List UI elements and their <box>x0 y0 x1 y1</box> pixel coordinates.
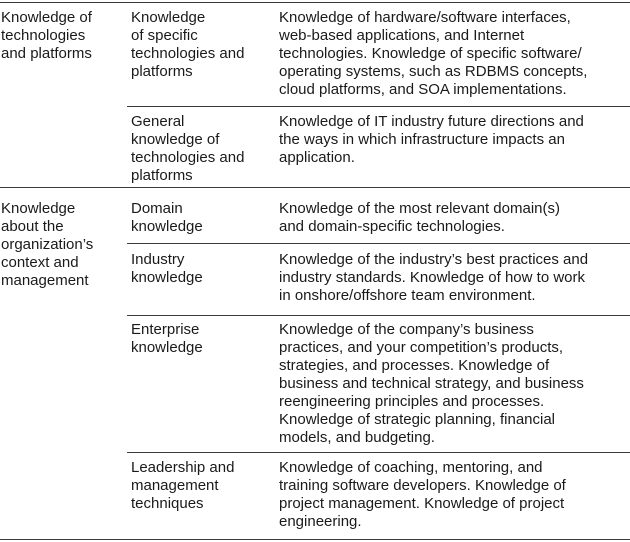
row-divider <box>127 452 630 453</box>
area-cell: Industry knowledge <box>131 251 203 286</box>
description-cell: Knowledge of the industry’s best practic… <box>279 251 589 304</box>
area-cell: General knowledge of technologies and pl… <box>131 113 245 184</box>
description-cell: Knowledge of the most relevant domain(s)… <box>279 200 560 235</box>
area-cell: Domain knowledge <box>131 200 203 235</box>
description-cell: Knowledge of coaching, mentoring, and tr… <box>279 459 566 530</box>
row-divider <box>127 315 630 316</box>
row-divider <box>127 106 630 107</box>
category-cell: Knowledge of technologies and platforms <box>1 9 92 62</box>
description-cell: Knowledge of the company’s business prac… <box>279 321 584 446</box>
row-divider <box>127 243 630 244</box>
group-divider <box>0 187 630 188</box>
area-cell: Knowledge of specific technologies and p… <box>131 9 245 80</box>
description-cell: Knowledge of IT industry future directio… <box>279 113 584 166</box>
area-cell: Leadership and management techniques <box>131 459 235 512</box>
description-cell: Knowledge of hardware/software interface… <box>279 9 588 98</box>
table-top-rule <box>0 2 630 3</box>
category-cell: Knowledge about the organization’s conte… <box>1 200 94 289</box>
area-cell: Enterprise knowledge <box>131 321 203 356</box>
table-bottom-rule <box>0 539 630 540</box>
